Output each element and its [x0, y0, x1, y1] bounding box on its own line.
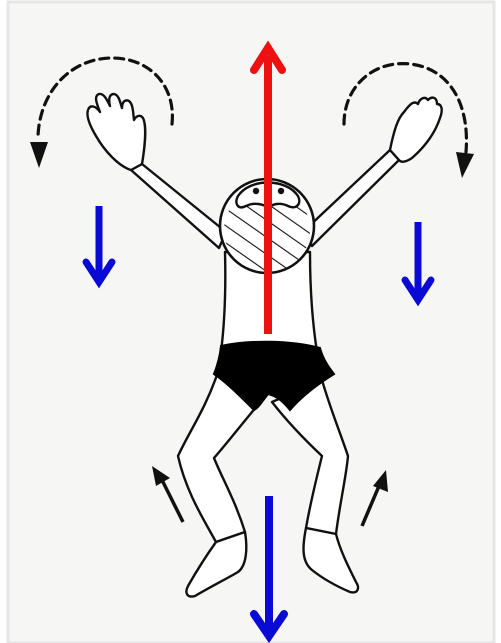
right-eye: [278, 188, 284, 194]
left-eye: [253, 188, 259, 194]
